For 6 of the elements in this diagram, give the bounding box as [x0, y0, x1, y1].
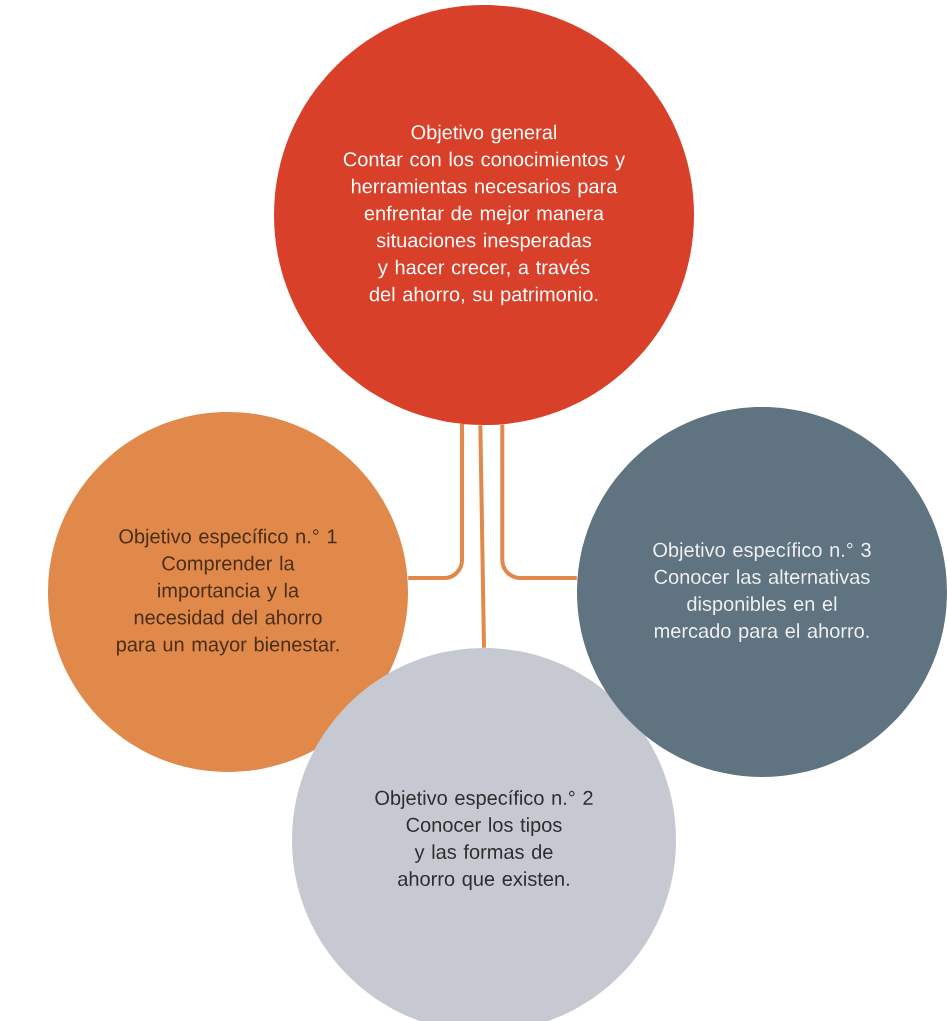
connector-line [408, 424, 465, 580]
circle-node: Objetivo general Contar con los conocimientos y herramientas necesarios para enfrentar de mejor manera situaciones inesperadas y hacer crecer, a través del ahorro, su patrimonio. [274, 5, 694, 425]
connector-line [500, 424, 577, 580]
connector-line [478, 425, 486, 648]
circle-node: Objetivo específico n.° 1 Comprender la importancia y la necesidad del ahorro para un mayor bienestar. [48, 412, 408, 772]
circle-node: Objetivo específico n.° 3 Conocer las alternativas disponibles en el mercado para el ahorro. [577, 407, 947, 777]
